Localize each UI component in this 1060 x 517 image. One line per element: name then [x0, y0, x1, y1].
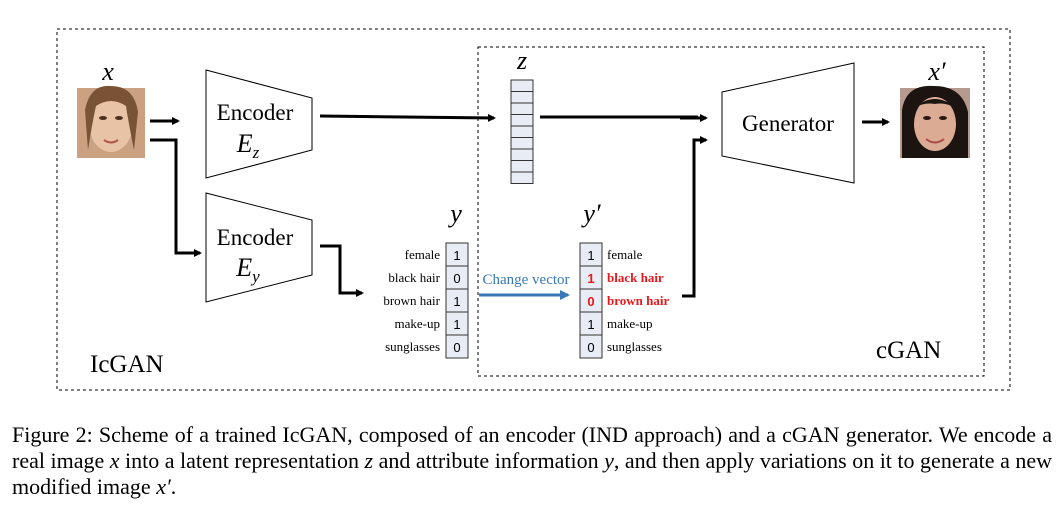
attribute-vector-y-prime: 1 female 1 black hair 0 brown hair 1 make-up 0 su… — [579, 242, 669, 359]
attr-y-prime-value: 1 — [587, 271, 594, 286]
latent-cell — [510, 91, 534, 104]
change-vector-label: Change vector — [482, 272, 569, 288]
attr-y-prime-name: female — [607, 247, 643, 262]
cgan-label: cGAN — [876, 337, 941, 364]
attr-y-value: 0 — [453, 340, 460, 355]
latent-cell — [510, 137, 534, 150]
arrow-encoder-z-to-latent — [319, 113, 496, 122]
input-face-image — [77, 85, 145, 158]
attr-y-prime-cell — [579, 334, 603, 359]
latent-cell — [510, 79, 534, 92]
latent-cell — [510, 125, 534, 138]
encoder-y-title: Encoder — [217, 225, 294, 250]
attr-y-name: female — [405, 247, 441, 262]
attr-var-label: y — [447, 199, 462, 228]
attr-y-prime-name: brown hair — [607, 293, 669, 308]
attr-y-name: brown hair — [383, 293, 440, 308]
encoder-y-symbol: Ey — [235, 253, 260, 286]
encoder-y-block — [205, 192, 313, 303]
input-var-label: x — [101, 57, 114, 86]
encoder-z-block — [205, 69, 313, 179]
attr-y-name: black hair — [388, 270, 440, 285]
attr-var-mod-label: y′ — [580, 199, 601, 228]
latent-cell — [510, 114, 534, 127]
icgan-label: IcGAN — [90, 351, 164, 378]
generator-block — [721, 62, 855, 184]
arrow-encoder-y-to-attributes — [320, 244, 364, 297]
latent-cell — [510, 148, 534, 161]
attr-y-value: 1 — [453, 248, 460, 263]
cgan-frame — [477, 46, 985, 377]
latent-vector-z — [510, 79, 534, 184]
attr-y-cell — [445, 334, 469, 359]
arrow-input-to-encoder-y — [150, 138, 202, 257]
generator-label: Generator — [742, 111, 834, 136]
latent-var-label: z — [516, 46, 527, 75]
output-face-image — [900, 85, 970, 158]
attr-y-name: sunglasses — [385, 339, 440, 354]
attr-y-prime-value: 1 — [587, 317, 594, 332]
latent-cell — [510, 160, 534, 173]
encoder-z-symbol: Ez — [236, 129, 260, 162]
arrow-attributes-to-generator — [682, 136, 708, 298]
attr-y-prime-name: sunglasses — [607, 339, 662, 354]
icgan-frame — [56, 28, 1011, 391]
figure-caption: Figure 2: Scheme of a trained IcGAN, com… — [12, 422, 1052, 499]
output-var-label: x′ — [927, 57, 946, 86]
encoder-z-title: Encoder — [217, 100, 294, 125]
latent-cell — [510, 102, 534, 115]
icgan-diagram: x Encoder Ez Encoder Ey z y 1 female 0 blac… — [56, 28, 1011, 391]
attr-y-prime-name: black hair — [607, 270, 664, 285]
attribute-vector-y: 1 female 0 black hair 1 brown hair 1 make-up 0 su… — [383, 242, 469, 359]
attr-y-value: 0 — [453, 271, 460, 286]
attr-y-prime-value: 1 — [587, 248, 594, 263]
attr-y-prime-value: 0 — [587, 340, 594, 355]
attr-y-value: 1 — [453, 294, 460, 309]
attr-y-value: 1 — [453, 317, 460, 332]
attr-y-prime-name: make-up — [607, 316, 652, 331]
attr-y-name: make-up — [395, 316, 440, 331]
attr-y-prime-value: 0 — [587, 294, 594, 309]
latent-cell — [510, 171, 534, 184]
